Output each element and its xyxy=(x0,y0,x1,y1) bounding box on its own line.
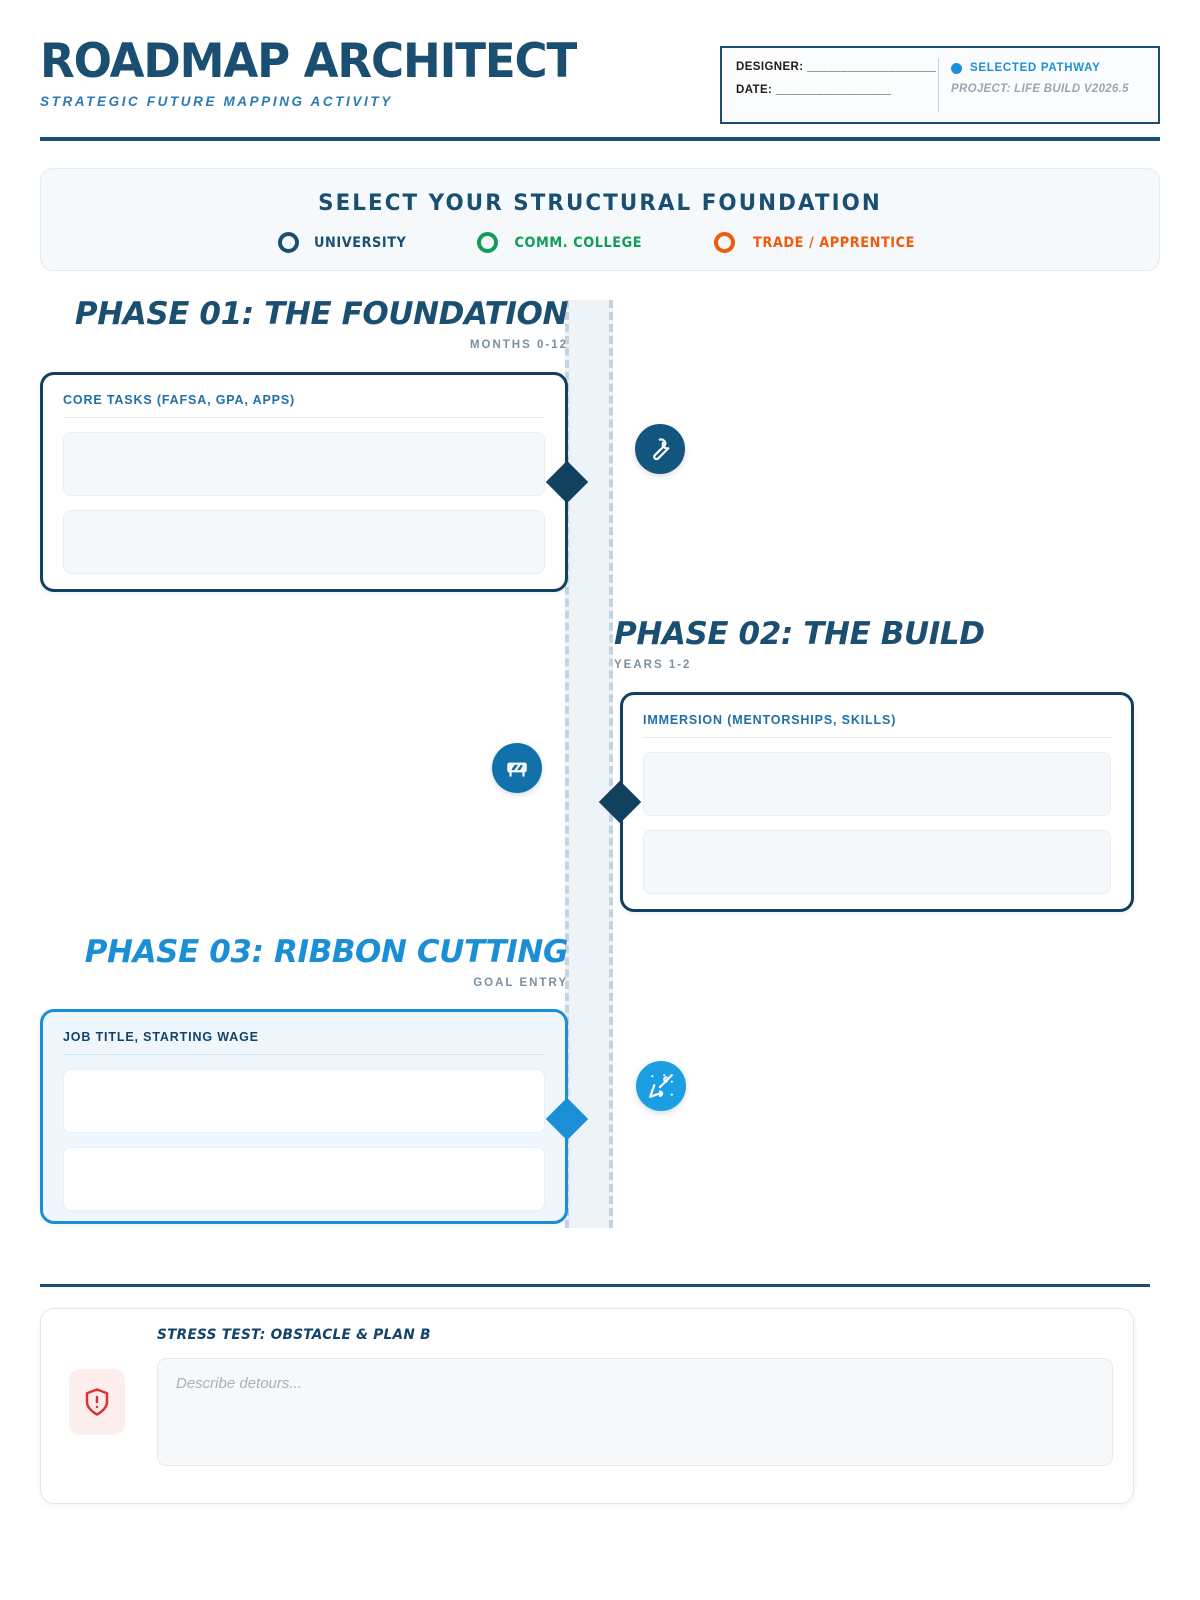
date-field[interactable]: DATE: _________________ xyxy=(736,84,892,96)
radio-circle-icon[interactable] xyxy=(278,232,300,253)
wrench-icon xyxy=(653,438,670,461)
stress-test-panel: STRESS TEST: OBSTACLE & PLAN B Describe … xyxy=(40,1308,1134,1504)
meta-divider xyxy=(938,58,939,112)
meta-fields: DESIGNER: ___________________ DATE: ____… xyxy=(722,48,938,122)
stress-icon-wrap xyxy=(69,1369,125,1435)
phase-02-badge xyxy=(492,743,542,793)
phase-02-title: PHASE 02: THE BUILD xyxy=(614,616,985,652)
shield-alert-icon xyxy=(85,1388,109,1416)
footer-divider xyxy=(40,1284,1150,1287)
pathway-label: SELECTED PATHWAY xyxy=(970,62,1101,74)
stress-test-placeholder: Describe detours... xyxy=(176,1375,302,1392)
radio-circle-icon[interactable] xyxy=(713,232,735,253)
meta-box: DESIGNER: ___________________ DATE: ____… xyxy=(720,46,1160,124)
pathway-dot-icon xyxy=(951,62,962,74)
phase-01-input-1[interactable] xyxy=(63,432,545,496)
stress-test-title: STRESS TEST: OBSTACLE & PLAN B xyxy=(157,1327,431,1343)
title-block: ROADMAP ARCHITECT STRATEGIC FUTURE MAPPI… xyxy=(40,38,598,109)
phase-03-title: PHASE 03: RIBBON CUTTING xyxy=(84,934,569,970)
header-divider xyxy=(40,137,1160,141)
phase-01-timeframe: MONTHS 0-12 xyxy=(469,338,568,351)
phase-03-timeframe: GOAL ENTRY xyxy=(473,976,568,989)
option-label-trade-apprentice: TRADE / APPRENTICE xyxy=(752,234,915,251)
phase-03-card-label: JOB TITLE, STARTING WAGE xyxy=(63,1030,545,1055)
phase-03-input-1[interactable] xyxy=(63,1069,545,1133)
page-subtitle: STRATEGIC FUTURE MAPPING ACTIVITY xyxy=(40,94,393,109)
option-label-comm-college: COMM. COLLEGE xyxy=(514,234,642,251)
party-popper-icon xyxy=(649,1074,673,1098)
phase-02-card: IMMERSION (MENTORSHIPS, SKILLS) xyxy=(620,692,1134,912)
phase-03-heading: PHASE 03: RIBBON CUTTING GOAL ENTRY xyxy=(40,934,569,989)
selected-pathway: SELECTED PATHWAY xyxy=(951,62,1158,74)
phase-01-badge xyxy=(635,424,685,474)
option-trade-apprentice[interactable]: TRADE / APPRENTICE xyxy=(713,232,922,253)
page-title: ROADMAP ARCHITECT xyxy=(40,34,577,89)
phase-03-card: JOB TITLE, STARTING WAGE xyxy=(40,1009,568,1224)
phase-01-heading: PHASE 01: THE FOUNDATION MONTHS 0-12 xyxy=(40,296,569,351)
option-university[interactable]: UNIVERSITY xyxy=(278,232,410,253)
phase-02-timeframe: YEARS 1-2 xyxy=(614,658,692,671)
stress-test-body: STRESS TEST: OBSTACLE & PLAN B Describe … xyxy=(157,1327,1113,1466)
foundation-title: SELECT YOUR STRUCTURAL FOUNDATION xyxy=(318,190,882,216)
barricade-icon xyxy=(507,762,527,777)
project-version-label: PROJECT: LIFE BUILD V2026.5 xyxy=(951,83,1129,95)
phase-01-input-2[interactable] xyxy=(63,510,545,574)
phase-02-input-2[interactable] xyxy=(643,830,1111,894)
stress-test-input[interactable]: Describe detours... xyxy=(157,1358,1113,1466)
option-label-university: UNIVERSITY xyxy=(314,234,407,251)
foundation-selector: SELECT YOUR STRUCTURAL FOUNDATION UNIVER… xyxy=(40,168,1160,271)
phase-02-input-1[interactable] xyxy=(643,752,1111,816)
page-header: ROADMAP ARCHITECT STRATEGIC FUTURE MAPPI… xyxy=(40,38,1160,138)
designer-field[interactable]: DESIGNER: ___________________ xyxy=(736,61,937,73)
phase-01-title: PHASE 01: THE FOUNDATION xyxy=(74,296,569,332)
foundation-options: UNIVERSITY COMM. COLLEGE TRADE / APPRENT… xyxy=(41,232,1159,253)
timeline-spine xyxy=(565,300,613,1228)
phase-02-card-label: IMMERSION (MENTORSHIPS, SKILLS) xyxy=(643,713,1111,738)
phase-03-input-2[interactable] xyxy=(63,1147,545,1211)
phase-02-heading: PHASE 02: THE BUILD YEARS 1-2 xyxy=(614,618,1134,671)
phase-01-card-label: CORE TASKS (FAFSA, GPA, APPS) xyxy=(63,393,545,418)
option-comm-college[interactable]: COMM. COLLEGE xyxy=(476,232,648,253)
meta-status: SELECTED PATHWAY PROJECT: LIFE BUILD V20… xyxy=(951,48,1158,122)
phase-03-badge xyxy=(636,1061,686,1111)
phase-01-card: CORE TASKS (FAFSA, GPA, APPS) xyxy=(40,372,568,592)
radio-circle-icon[interactable] xyxy=(476,232,498,253)
